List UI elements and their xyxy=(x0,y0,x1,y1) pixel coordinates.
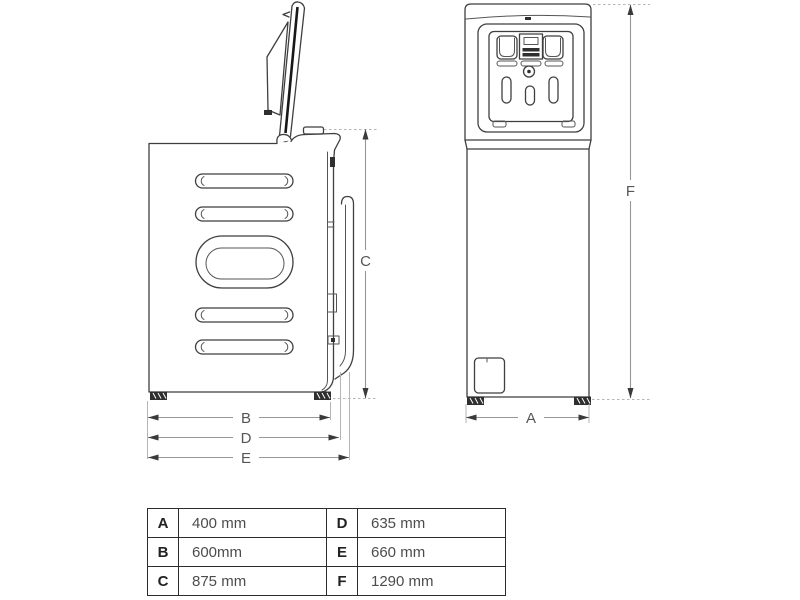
dim-value: 1290 mm xyxy=(357,566,506,596)
dimension-b: B xyxy=(148,408,330,427)
dim-key: A xyxy=(147,508,179,538)
drain-hose xyxy=(334,195,355,380)
dim-key: C xyxy=(147,566,179,596)
dim-key: F xyxy=(326,566,358,596)
lock-knob xyxy=(522,65,536,78)
panel-slot xyxy=(501,76,512,104)
lid-tab xyxy=(282,11,291,18)
vent-bar xyxy=(496,60,518,67)
seam-ticks xyxy=(327,221,335,228)
handle-recess-outer xyxy=(195,235,294,289)
foot xyxy=(149,391,168,401)
foot xyxy=(466,396,485,406)
panel-tab xyxy=(561,120,576,128)
extension-line xyxy=(465,404,590,423)
dim-value: 875 mm xyxy=(178,566,327,596)
cabinet-outline xyxy=(464,3,592,398)
vent-slot xyxy=(194,307,294,323)
drain-hose-inner xyxy=(339,204,346,367)
latch-detail xyxy=(330,157,335,167)
cabinet-outline xyxy=(148,142,327,393)
lid-underside-panel xyxy=(488,30,574,123)
dispenser-window xyxy=(523,37,539,45)
flap-latch xyxy=(264,110,272,115)
dispenser-grille-bar xyxy=(522,53,540,57)
dimension-f: F xyxy=(621,4,641,399)
panel-tab xyxy=(492,120,507,128)
dimension-c: C xyxy=(355,129,376,399)
dispenser-console xyxy=(518,33,544,60)
lid-opening-frame xyxy=(477,23,585,133)
pump-filter-door xyxy=(473,357,506,394)
vent-slot xyxy=(194,206,294,222)
lid-latch-mark xyxy=(525,17,531,20)
foot xyxy=(573,396,592,406)
lid-hinge xyxy=(276,133,293,144)
dim-key: D xyxy=(326,508,358,538)
front-detail-lower xyxy=(327,335,340,345)
dim-label-f: F xyxy=(626,183,635,200)
dimension-table: A 400 mm D 635 mm B 600mm E 660 mm C 875… xyxy=(147,508,506,596)
side-view xyxy=(148,1,355,401)
dimensions: B D E xyxy=(147,4,650,467)
foot xyxy=(313,391,332,401)
panel-slot xyxy=(548,76,559,104)
dim-label-a: A xyxy=(526,410,536,427)
lid-seam xyxy=(284,6,299,134)
dim-value: 660 mm xyxy=(357,537,506,567)
dim-key: B xyxy=(147,537,179,567)
dim-key: E xyxy=(326,537,358,567)
dimension-e: E xyxy=(148,448,349,467)
vent-bar xyxy=(544,60,564,67)
vent-slot xyxy=(194,173,294,189)
table-row: B 600mm E 660 mm xyxy=(147,537,506,567)
front-view xyxy=(464,3,592,406)
cabinet-front-edge xyxy=(320,149,336,393)
dim-value: 600mm xyxy=(178,537,327,567)
handle-recess-inner xyxy=(205,247,285,280)
dimension-a: A xyxy=(466,408,589,427)
panel-slot xyxy=(524,85,536,106)
dispenser-grille-bar xyxy=(522,48,540,52)
dim-value: 635 mm xyxy=(357,508,506,538)
top-frame-lines xyxy=(464,139,592,150)
front-seam xyxy=(321,151,328,391)
dim-value: 400 mm xyxy=(178,508,327,538)
dim-label-b: B xyxy=(241,410,251,427)
table-row: C 875 mm F 1290 mm xyxy=(147,566,506,596)
dim-label-c: C xyxy=(360,253,371,270)
vent-slot xyxy=(194,339,294,355)
lock-knob-pin xyxy=(527,69,531,74)
top-ledge xyxy=(290,132,341,151)
front-detail-upper xyxy=(327,293,337,313)
front-detail-dot xyxy=(331,338,335,342)
table-row: A 400 mm D 635 mm xyxy=(147,508,506,538)
dim-label-d: D xyxy=(241,430,252,447)
panel-bump xyxy=(302,126,325,135)
dim-label-e: E xyxy=(241,450,251,467)
lid-front-lip xyxy=(465,14,591,20)
dimension-d: D xyxy=(148,428,339,447)
